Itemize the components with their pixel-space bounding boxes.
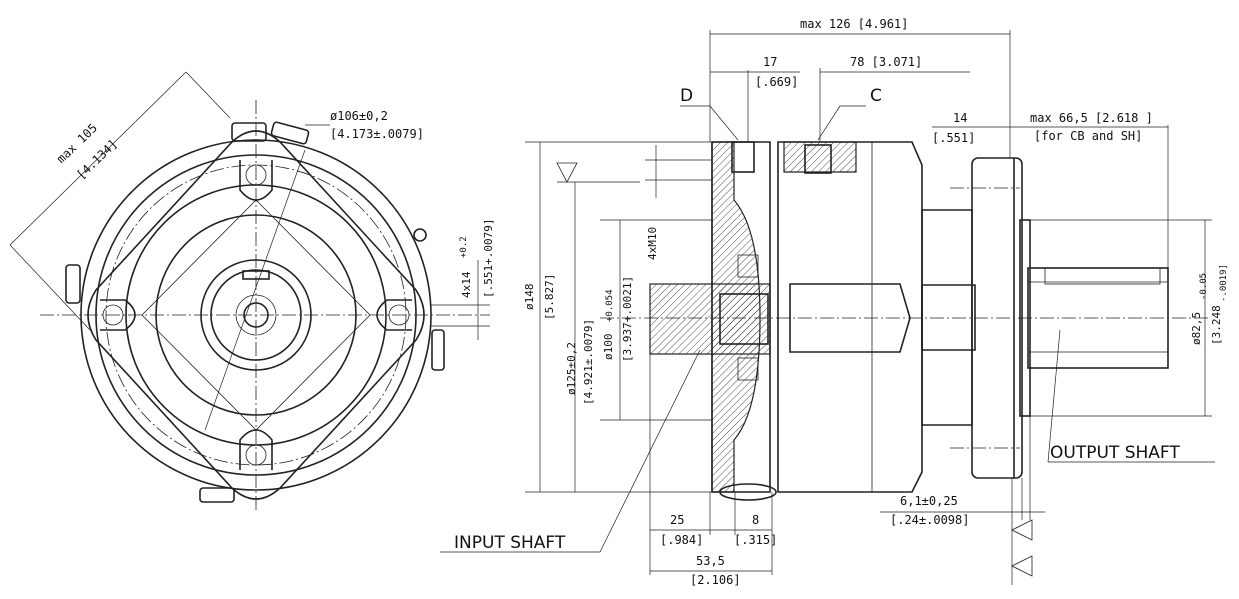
port-d-offset-inch-label: [.669] — [755, 75, 798, 89]
port-c-label: C — [870, 86, 882, 106]
output-dia-tol: -0.05 — [1199, 273, 1209, 300]
dim-53-inch-label: [2.106] — [690, 573, 741, 587]
dim-8-label: 8 — [752, 513, 759, 527]
pilot-dia-label: ø100 — [602, 334, 615, 361]
key-dim-tol: +0.2 — [459, 236, 469, 258]
port-d-label: D — [680, 86, 693, 106]
dim-53-label: 53,5 — [696, 554, 725, 568]
dim-25-inch-label: [.984] — [660, 533, 703, 547]
port-d-offset-label: 17 — [763, 55, 777, 69]
key-dim-label: 4x14 — [460, 271, 473, 298]
output-dia-inch-tol: -.0019] — [1219, 264, 1229, 302]
dim-61-inch-label: [.24±.0098] — [890, 513, 969, 527]
thread-label: 4xM10 — [646, 227, 659, 260]
output-dia-label: ø82,5 — [1190, 312, 1203, 345]
input-shaft-label: INPUT SHAFT — [454, 533, 566, 553]
bolt-dia-label: ø125±0,2 — [565, 342, 578, 395]
dim-8-inch-label: [.315] — [734, 533, 777, 547]
dim-25-label: 25 — [670, 513, 684, 527]
side-view: max 126 [4.961] 17 [.669] 78 [3.071] D C… — [440, 17, 1229, 587]
shaft-length-note: [for CB and SH] — [1034, 129, 1142, 143]
overall-length-label: max 126 [4.961] — [800, 17, 908, 31]
front-view: max 105 [4.134] ø106±0,2 [4.173±.0079] 4… — [9, 71, 495, 510]
bolt-dia-inch-label: [4.921±.0079] — [582, 319, 595, 405]
key-dim-inch-label: [.551+.0079] — [482, 219, 495, 298]
flange-thickness-inch-label: [.551] — [932, 131, 975, 145]
bolt-circle-label: ø106±0,2 — [330, 109, 388, 123]
bolt-circle-inch-label: [4.173±.0079] — [330, 127, 424, 141]
height-label: ø148 — [523, 284, 536, 311]
pilot-dia-tol: +0.054 — [605, 289, 615, 322]
pilot-dia-inch-label: [3.937+.0021] — [621, 276, 634, 362]
shaft-length-label: max 66,5 [2.618 ] — [1030, 111, 1153, 125]
flange-thickness-label: 14 — [953, 111, 967, 125]
height-inch-label: [5.827] — [543, 274, 556, 320]
port-c-offset-label: 78 [3.071] — [850, 55, 922, 69]
dim-61-label: 6,1±0,25 — [900, 494, 958, 508]
output-dia-inch-label: [3.248 — [1210, 305, 1223, 345]
output-shaft-label: OUTPUT SHAFT — [1050, 443, 1180, 463]
